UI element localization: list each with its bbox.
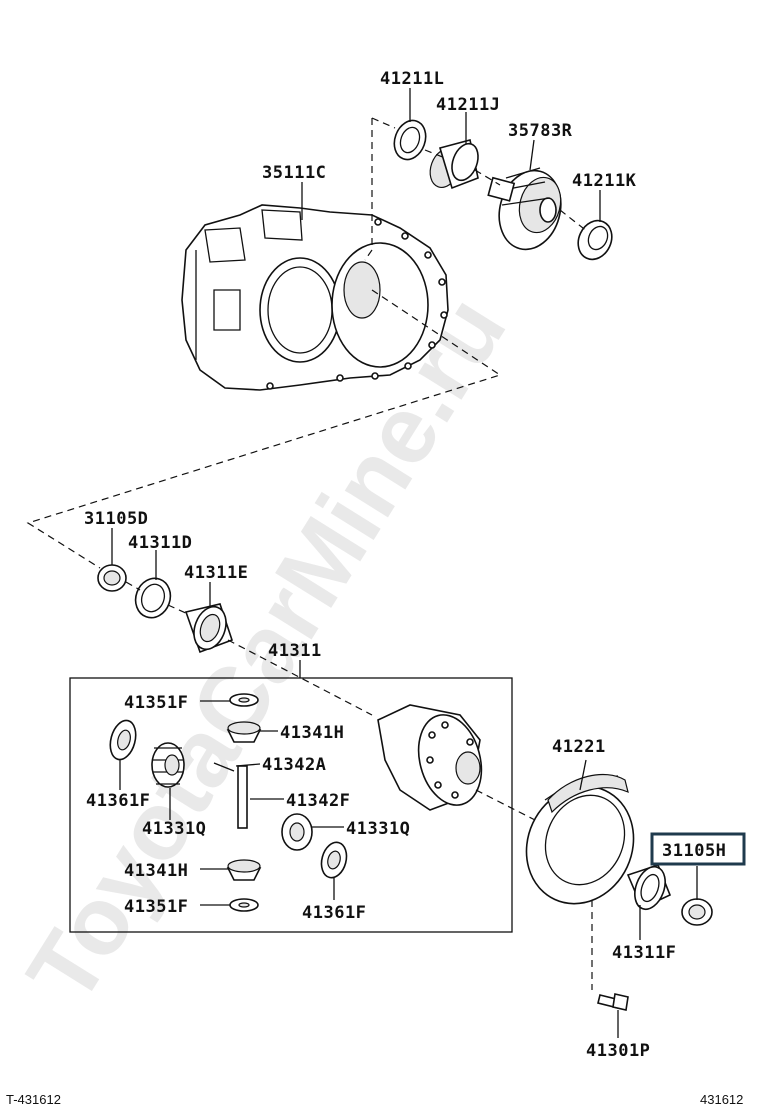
case-bolt-holes [426, 721, 474, 799]
label-41301P[interactable]: 41301P [586, 1041, 650, 1061]
part-labels: 41211L 41211J 35783R 35111C 41211K 31105… [84, 69, 746, 1061]
washer-41361F-right[interactable] [318, 840, 350, 881]
gear-35783R[interactable] [487, 164, 569, 257]
label-41211K[interactable]: 41211K [572, 171, 637, 191]
transaxle-housing[interactable] [181, 204, 449, 391]
highlight-box [650, 832, 746, 866]
label-35111C[interactable]: 35111C [262, 163, 326, 183]
label-41341H-top[interactable]: 41341H [280, 723, 344, 743]
label-41311D[interactable]: 41311D [128, 533, 192, 553]
label-41331Q-right[interactable]: 41331Q [346, 819, 410, 839]
label-41361F-left[interactable]: 41361F [86, 791, 150, 811]
label-41211L[interactable]: 41211L [380, 69, 444, 89]
shim-41311D[interactable] [130, 573, 176, 622]
side-gear-41331Q-right[interactable] [281, 813, 313, 851]
shaft-41342F[interactable] [237, 765, 248, 829]
ring-gear-41221[interactable] [508, 769, 653, 922]
label-41311E[interactable]: 41311E [184, 563, 248, 583]
label-41342A[interactable]: 41342A [262, 755, 326, 775]
washer-41351F-top[interactable] [229, 693, 259, 707]
differential-case-group-box [69, 677, 513, 933]
oil-seal-31105H[interactable] [681, 898, 713, 926]
seal-41211L[interactable] [389, 116, 431, 164]
label-41311[interactable]: 41311 [268, 641, 322, 661]
bearing-41211J[interactable] [425, 139, 483, 192]
oil-seal-31105D[interactable] [97, 564, 127, 592]
differential-case[interactable] [377, 704, 491, 812]
bearing-41211K[interactable] [572, 215, 618, 265]
footer-right-code: 431612 [700, 1092, 743, 1107]
washer-41361F-left[interactable] [106, 718, 140, 763]
bearing-41311E[interactable] [184, 602, 234, 654]
housing-bolts [266, 218, 448, 390]
label-35783R[interactable]: 35783R [508, 121, 573, 141]
label-41211J[interactable]: 41211J [436, 95, 500, 115]
washer-41351F-bottom[interactable] [229, 898, 259, 912]
label-41342F[interactable]: 41342F [286, 791, 350, 811]
label-31105D[interactable]: 31105D [84, 509, 148, 529]
label-31105H[interactable]: 31105H [662, 841, 726, 861]
leader-lines [111, 88, 698, 1038]
label-41311F[interactable]: 41311F [612, 943, 676, 963]
label-41341H-bottom[interactable]: 41341H [124, 861, 188, 881]
bearing-41311F[interactable] [626, 863, 672, 914]
label-41351F-bottom[interactable]: 41351F [124, 897, 188, 917]
bolt-41301P[interactable] [597, 993, 629, 1011]
pinion-41341H-top[interactable] [226, 721, 262, 743]
label-41221[interactable]: 41221 [552, 737, 606, 757]
pin-41342A[interactable] [213, 762, 235, 772]
label-41361F-right[interactable]: 41361F [302, 903, 366, 923]
assembly-lines [26, 117, 593, 990]
label-41331Q-left[interactable]: 41331Q [142, 819, 206, 839]
pinion-41341H-bottom[interactable] [226, 859, 262, 881]
label-41351F-top[interactable]: 41351F [124, 693, 188, 713]
footer-left-code: T-431612 [6, 1092, 61, 1107]
side-gear-41331Q-left[interactable] [151, 742, 185, 788]
